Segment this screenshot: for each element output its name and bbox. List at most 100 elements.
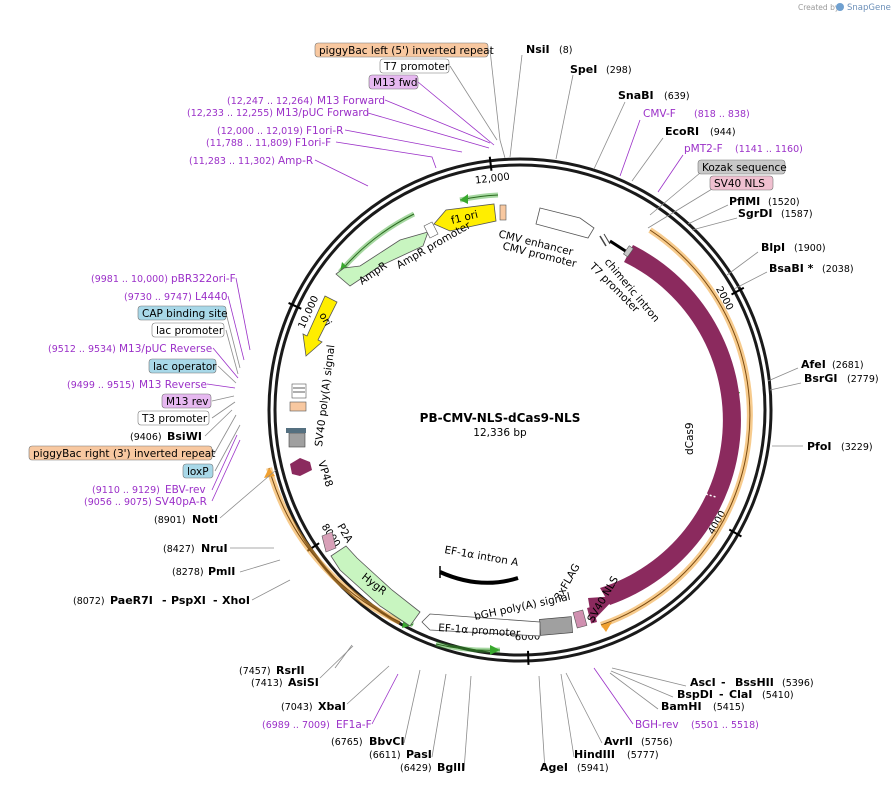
sv40nls-top-box[interactable]: SV40 NLS xyxy=(710,176,773,190)
primer-m13puc-reverse[interactable]: (9512 .. 9534)M13/pUC Reverse xyxy=(48,343,212,355)
plasmid-name: PB-CMV-NLS-dCas9-NLS xyxy=(420,411,581,425)
site-afei[interactable]: AfeI (2681) xyxy=(801,358,864,371)
lead-amp-r xyxy=(315,160,368,186)
svg-text:(1900): (1900) xyxy=(794,243,826,254)
lead-afei xyxy=(768,368,798,381)
primer-bgh-rev[interactable]: BGH-rev(5501 .. 5518) xyxy=(635,719,759,731)
site-agei[interactable]: AgeI(5941) xyxy=(540,761,609,774)
svg-text:(9730 .. 9747): (9730 .. 9747) xyxy=(124,292,192,303)
lead-sv40pa-r xyxy=(212,440,240,501)
lead-kozak xyxy=(650,173,700,215)
svg-text:-: - xyxy=(719,688,724,701)
chimeric-intron-bar xyxy=(610,241,627,252)
primer-l4440[interactable]: (9730 .. 9747)L4440 xyxy=(124,291,228,303)
m13fwd-label: M13 fwd xyxy=(373,77,418,89)
vp48-arrow[interactable] xyxy=(290,458,312,476)
primer-ef1a-f[interactable]: (6989 .. 7009)EF1a-F xyxy=(262,719,372,731)
svg-text:BsaBI *: BsaBI * xyxy=(769,262,814,275)
m13rev-label: M13 rev xyxy=(166,396,209,408)
lead-m13rev xyxy=(212,396,234,401)
svg-text:(5756): (5756) xyxy=(641,737,673,748)
svg-text:PfoI: PfoI xyxy=(807,440,832,453)
laco-label: lac operator xyxy=(153,361,217,373)
site-pfoi[interactable]: PfoI(3229) xyxy=(807,440,873,453)
cap-box[interactable]: CAP binding site xyxy=(138,306,228,320)
primer-amp-r[interactable]: (11,283 .. 11,302)Amp-R xyxy=(189,155,313,167)
cmv-enhancer-arrow[interactable] xyxy=(536,208,594,238)
site-bbvci[interactable]: (6765)BbvCI xyxy=(331,735,405,748)
lead-ef1a-f xyxy=(372,674,398,724)
tick-label: 12,000 xyxy=(474,172,510,187)
site-blpi[interactable]: BlpI(1900) xyxy=(761,241,826,254)
svg-text:(1587): (1587) xyxy=(781,209,813,220)
svg-text:PaeR7I: PaeR7I xyxy=(110,594,153,607)
lead-xbai xyxy=(347,666,389,704)
m13rev-box[interactable]: M13 rev xyxy=(162,394,211,408)
primer-sv40pa-r[interactable]: (9056 .. 9075)SV40pA-R xyxy=(84,496,207,508)
piggybac-left-block[interactable] xyxy=(500,205,506,220)
primer-pmt2-f[interactable]: pMT2-F(1141 .. 1160) xyxy=(684,143,803,155)
lacp-box[interactable]: lac promoter xyxy=(152,323,224,337)
label-sv40-polya: SV40 poly(A) signal xyxy=(313,344,337,447)
primer-f1ori-f[interactable]: (11,788 .. 11,809)F1ori-F xyxy=(206,137,331,149)
site-hindiii[interactable]: HindIII(5777) xyxy=(574,748,659,761)
site-bsabi[interactable]: BsaBI *(2038) xyxy=(769,262,854,275)
primer-f1ori-r[interactable]: (12,000 .. 12,019)F1ori-R xyxy=(217,125,343,137)
site-bsiwi[interactable]: (9406)BsiWI xyxy=(130,430,202,443)
site-ecori[interactable]: EcoRI(944) xyxy=(665,125,736,138)
site-nsii[interactable]: NsiI(8) xyxy=(526,43,572,56)
site-nrui[interactable]: (8427)NruI xyxy=(163,542,228,555)
t7-promoter-marker xyxy=(600,236,606,246)
piggybac-right-block[interactable] xyxy=(290,402,306,411)
primer-cmv-f[interactable]: CMV-F(818 .. 838) xyxy=(643,108,750,120)
primer-ebv-rev[interactable]: (9110 .. 9129)EBV-rev xyxy=(92,484,206,496)
svg-text:M13 Reverse: M13 Reverse xyxy=(139,379,207,391)
primer-pbr322ori-f[interactable]: (9981 .. 10,000)pBR322ori-F xyxy=(91,273,236,285)
bgh-polya-block[interactable] xyxy=(539,617,572,636)
site-asisi[interactable]: (7413)AsiSI xyxy=(251,676,319,689)
lead-m13fwd xyxy=(418,82,494,145)
svg-text:BsrGI: BsrGI xyxy=(804,372,837,385)
svg-text:(5501 .. 5518): (5501 .. 5518) xyxy=(691,720,759,731)
svg-text:F1ori-R: F1ori-R xyxy=(306,125,343,137)
svg-text:SpeI: SpeI xyxy=(570,63,597,76)
ef1a-intron-bar xyxy=(440,572,518,583)
svg-text:AfeI: AfeI xyxy=(801,358,826,371)
svg-text:(8901): (8901) xyxy=(154,515,186,526)
pb-left-box[interactable]: piggyBac left (5') inverted repeat xyxy=(315,43,494,57)
created-by-text: Created by xyxy=(798,3,840,12)
t7-top-box[interactable]: T7 promoter xyxy=(380,59,450,73)
site-sgrdi[interactable]: SgrDI(1587) xyxy=(738,207,813,220)
site-rsrii[interactable]: (7457)RsrII xyxy=(239,664,305,677)
primer-m13puc-forward[interactable]: (12,233 .. 12,255)M13/pUC Forward xyxy=(187,107,369,119)
site-bsrgi[interactable]: BsrGI(2779) xyxy=(804,372,879,385)
site-snabi[interactable]: SnaBI(639) xyxy=(618,89,690,102)
lead-pasi xyxy=(432,674,446,757)
t3-box[interactable]: T3 promoter xyxy=(138,411,209,425)
svg-text:(2681): (2681) xyxy=(832,360,864,371)
primer-m13-reverse[interactable]: (9499 .. 9515)M13 Reverse xyxy=(67,379,207,391)
m13fwd-box[interactable]: M13 fwd xyxy=(369,75,418,89)
loxp-box[interactable]: loxP xyxy=(183,464,213,478)
snapgene-watermark: Created by SnapGene xyxy=(798,3,891,13)
kozak-box[interactable]: Kozak sequence xyxy=(698,160,787,174)
site-noti[interactable]: (8901)NotI xyxy=(154,513,218,526)
primer-m13-forward[interactable]: (12,247 .. 12,264)M13 Forward xyxy=(227,95,385,107)
pb-right-box[interactable]: piggyBac right (3') inverted repeat xyxy=(29,446,215,460)
snapgene-brand-text: SnapGene xyxy=(847,3,891,13)
site-bglii[interactable]: (6429)BglII xyxy=(400,761,465,774)
site-pmli[interactable]: (8278)PmlI xyxy=(172,565,235,578)
site-xbai[interactable]: (7043)XbaI xyxy=(281,700,346,713)
sv40-polya-block[interactable] xyxy=(289,433,305,447)
site-avrii[interactable]: AvrII(5756) xyxy=(604,735,673,748)
site-spei[interactable]: SpeI(298) xyxy=(570,63,632,76)
svg-text:(11,788 .. 11,809): (11,788 .. 11,809) xyxy=(206,138,292,149)
laco-box[interactable]: lac operator xyxy=(149,359,217,373)
site-paer7i[interactable]: (8072) PaeR7I - PspXI - XhoI xyxy=(73,594,250,607)
site-pasi[interactable]: (6611)PasI xyxy=(369,748,432,761)
svg-text:BglII: BglII xyxy=(437,761,465,774)
svg-text:pBR322ori-F: pBR322ori-F xyxy=(171,273,236,285)
site-bamhi[interactable]: BamHI(5415) xyxy=(661,700,745,713)
svg-text:M13/pUC Forward: M13/pUC Forward xyxy=(276,107,369,119)
